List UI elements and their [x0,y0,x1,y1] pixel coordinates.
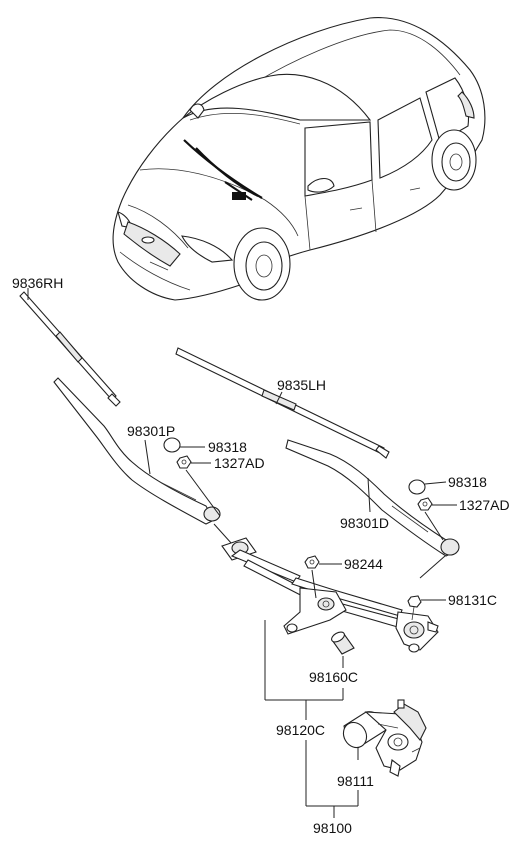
nut-right-connector [424,511,444,541]
label-bolt-right: 98131C [448,592,497,608]
bolt-right [407,595,422,621]
wiper-linkage [221,537,439,653]
label-blade-lh: 9835LH [277,377,326,393]
cap-left [163,437,181,453]
wiper-arm-d [285,439,460,557]
wiper-arm-p [53,377,221,525]
bushing [331,631,355,655]
arm-d-leader [367,477,371,513]
wiper-motor [342,699,427,777]
label-arm-d: 98301D [340,515,389,531]
arm-p-to-linkage-line [213,523,233,545]
label-assembly: 98100 [313,820,352,836]
label-nut-right: 1327AD [459,497,510,513]
cap-right-leader [424,481,447,485]
car-illustration [112,17,486,301]
label-nut-left: 1327AD [214,455,265,471]
label-bushing: 98160C [309,669,358,685]
assembly-bracket-lines [264,620,359,818]
wiper-blade-rh [19,291,121,407]
nut-left [176,455,192,469]
label-blade-rh: 9836RH [12,275,63,291]
label-cap-left: 98318 [208,439,247,455]
label-linkage: 98120C [276,722,325,738]
arm-d-to-linkage-line [419,555,446,579]
nut-left-connector [185,469,221,517]
arm-p-leader [144,439,151,475]
blade-lh-leader [275,391,283,405]
cap-right [408,479,426,495]
label-nut-center: 98244 [344,556,383,572]
label-arm-p: 98301P [127,423,175,439]
nut-center [304,555,320,569]
wiper-blade-lh [175,347,390,459]
label-cap-right: 98318 [448,474,487,490]
label-motor: 98111 [337,773,374,789]
nut-right [417,497,433,511]
